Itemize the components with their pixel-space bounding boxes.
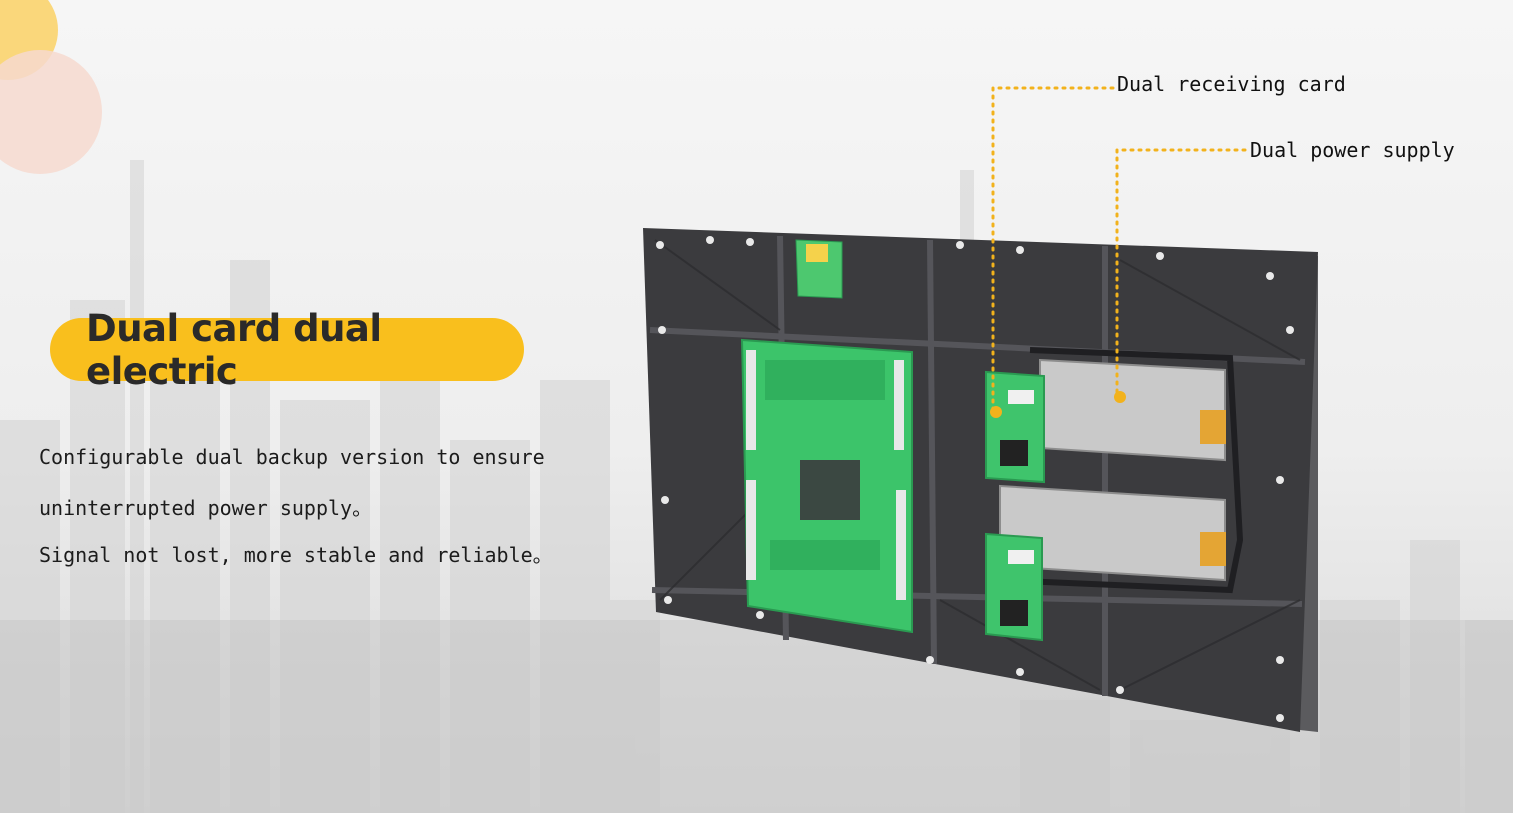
receiving-card-leader [991, 86, 1115, 412]
power-supply-leader [1115, 148, 1247, 396]
description-line-1: Configurable dual backup version to ensu… [39, 445, 545, 469]
headline: Dual card dual electric [86, 306, 382, 393]
description-line-2: uninterrupted power supply。 [39, 496, 373, 520]
headline-badge: Dual card dual electric [50, 307, 524, 393]
callout-power-supply: Dual power supply [1250, 138, 1455, 162]
callout-receiving-card: Dual receiving card [1117, 72, 1346, 96]
receiving-card-marker [990, 406, 1002, 418]
power-supply-marker [1114, 391, 1126, 403]
description-line-3: Signal not lost, more stable and reliabl… [39, 543, 553, 567]
